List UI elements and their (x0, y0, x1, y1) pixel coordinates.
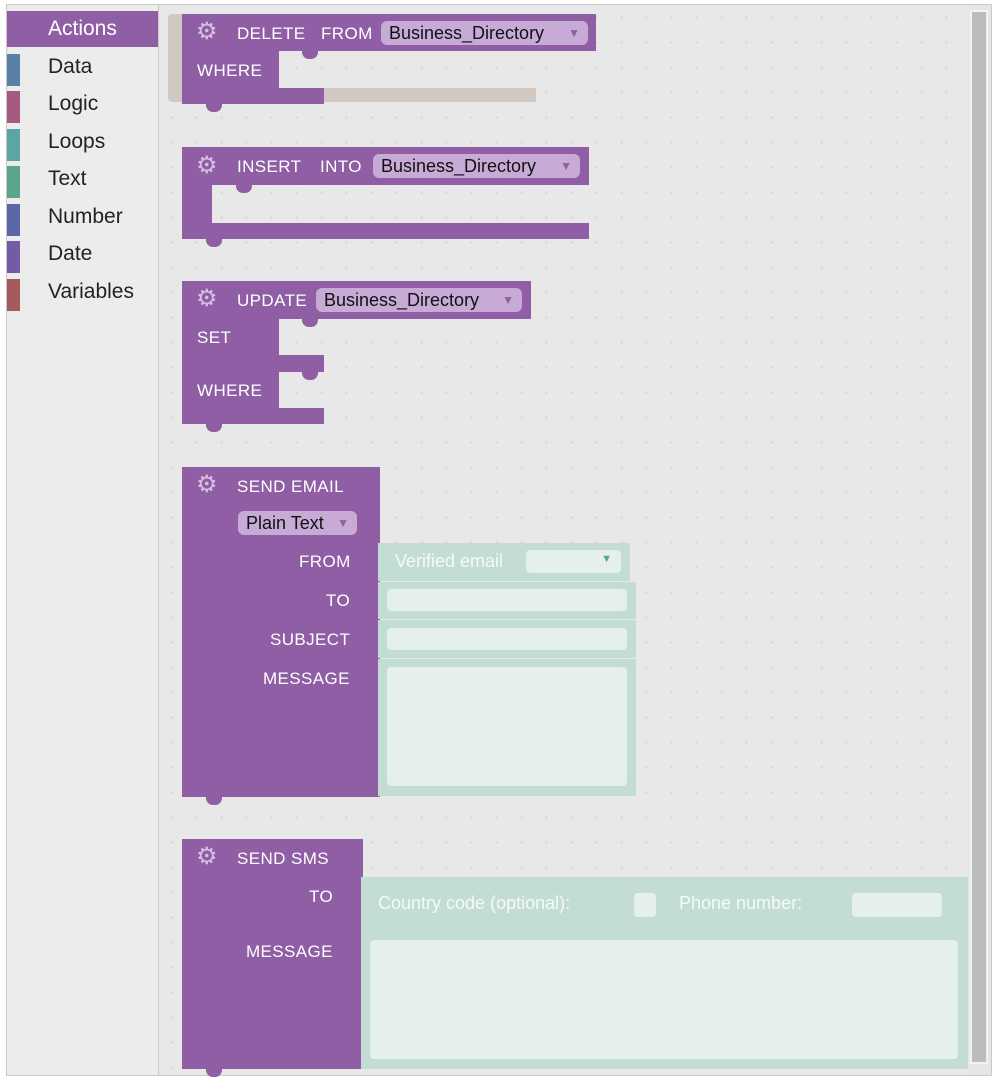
table-dropdown[interactable]: Business_Directory ▼ (381, 21, 588, 45)
statement-notch (302, 51, 318, 59)
category-label: Data (48, 55, 93, 78)
dropdown-value: Business_Directory (381, 156, 537, 176)
category-color-bar (7, 166, 20, 198)
category-label: Variables (48, 280, 134, 303)
dropdown-value: Business_Directory (324, 290, 480, 310)
sms-message-label: MESSAGE (246, 942, 333, 961)
verified-email-dropdown[interactable]: ▼ (526, 550, 621, 573)
verified-email-label: Verified email (395, 551, 504, 571)
email-format-dropdown[interactable]: Plain Text ▼ (238, 511, 357, 535)
delete-block-body (182, 88, 324, 104)
block-next-connector (206, 797, 222, 805)
email-subject-label: SUBJECT (270, 630, 351, 649)
category-color-bar (7, 91, 20, 123)
toolbox-category-text[interactable]: Text (7, 161, 158, 198)
chevron-down-icon: ▼ (568, 26, 580, 40)
statement-notch (236, 185, 252, 193)
gear-icon[interactable]: ⚙ (196, 285, 218, 312)
phone-number-field[interactable] (852, 893, 942, 917)
dropdown-value: Plain Text (246, 513, 324, 533)
insert-label: INSERT (237, 157, 302, 176)
into-label: INTO (320, 157, 362, 176)
statement-notch (302, 319, 318, 327)
update-block-body (182, 319, 279, 355)
delete-block-shadow (324, 88, 536, 102)
statement-notch (302, 372, 318, 380)
from-label: FROM (321, 24, 373, 43)
table-dropdown[interactable]: Business_Directory ▼ (373, 154, 580, 178)
sms-to-label: TO (309, 887, 334, 906)
category-label: Text (48, 167, 87, 190)
set-label: SET (197, 328, 232, 347)
delete-label: DELETE (237, 24, 306, 43)
email-to-field[interactable] (387, 589, 627, 611)
table-dropdown[interactable]: Business_Directory ▼ (316, 288, 522, 312)
toolbox: Actions Data Logic Loops Text Number Dat… (7, 5, 159, 1075)
email-to-label: TO (326, 591, 351, 610)
dropdown-value: Business_Directory (389, 23, 545, 43)
send-sms-title: SEND SMS (237, 849, 329, 868)
country-code-label: Country code (optional): (378, 893, 571, 913)
toolbox-category-date[interactable]: Date (7, 236, 158, 273)
delete-block-body (182, 51, 279, 88)
send-email-title: SEND EMAIL (237, 477, 344, 496)
send-sms-block-body (182, 839, 363, 1069)
phone-number-label: Phone number: (679, 893, 803, 913)
toolbox-category-actions[interactable]: Actions (7, 11, 158, 47)
category-label: Actions (48, 17, 117, 40)
block-next-connector (206, 104, 222, 112)
email-subject-field[interactable] (387, 628, 627, 650)
category-label: Logic (48, 92, 99, 115)
email-message-field[interactable] (387, 667, 627, 786)
chevron-down-icon: ▼ (502, 293, 514, 307)
update-label: UPDATE (237, 291, 308, 310)
chevron-down-icon: ▼ (560, 159, 572, 173)
workspace-scrollbar[interactable] (972, 12, 986, 1062)
toolbox-category-logic[interactable]: Logic (7, 86, 158, 123)
gear-icon[interactable]: ⚙ (196, 18, 218, 45)
gear-icon[interactable]: ⚙ (196, 843, 218, 870)
update-block-body (182, 408, 324, 424)
update-block-body (182, 355, 324, 372)
category-label: Number (48, 205, 123, 228)
block-next-connector (206, 424, 222, 432)
gear-icon[interactable]: ⚙ (196, 152, 218, 179)
category-color-bar (7, 54, 20, 86)
toolbox-category-data[interactable]: Data (7, 49, 158, 86)
block-next-connector (206, 1069, 222, 1077)
country-code-field[interactable] (634, 893, 656, 917)
block-next-connector (206, 239, 222, 247)
toolbox-category-variables[interactable]: Variables (7, 274, 158, 311)
category-color-bar (7, 204, 20, 236)
toolbox-category-loops[interactable]: Loops (7, 124, 158, 161)
category-color-bar (7, 279, 20, 311)
category-label: Date (48, 242, 93, 265)
toolbox-category-number[interactable]: Number (7, 199, 158, 236)
category-color-bar (7, 241, 20, 273)
sms-message-field[interactable] (370, 940, 958, 1059)
insert-block-body (182, 223, 589, 239)
email-message-label: MESSAGE (263, 669, 350, 688)
category-color-bar (7, 129, 20, 161)
email-from-label: FROM (299, 552, 351, 571)
gear-icon[interactable]: ⚙ (196, 471, 218, 498)
where-label: WHERE (197, 381, 263, 400)
chevron-down-icon: ▼ (601, 553, 612, 565)
delete-block-shadow (168, 14, 182, 102)
update-block-body (182, 372, 279, 408)
where-label: WHERE (197, 61, 263, 80)
category-label: Loops (48, 130, 106, 153)
insert-block-body (182, 185, 212, 223)
chevron-down-icon: ▼ (337, 516, 349, 530)
